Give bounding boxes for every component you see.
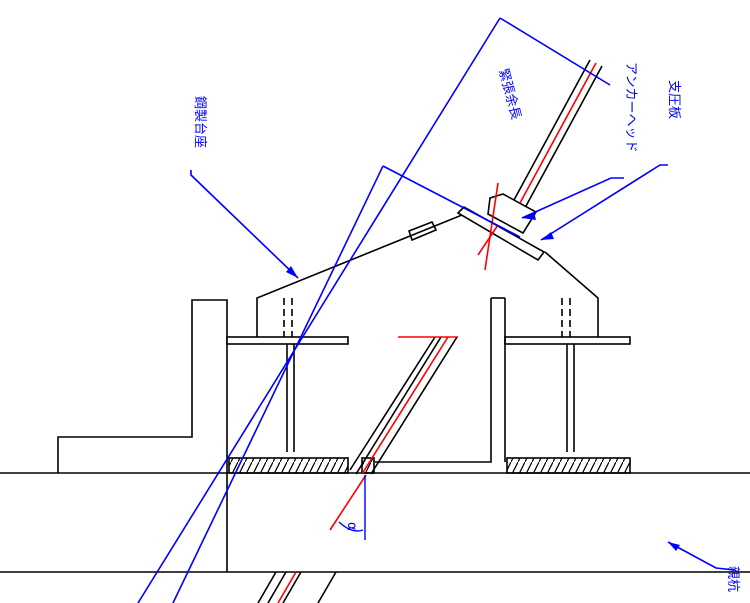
central-u-frame <box>375 297 506 463</box>
text-labels: 支圧板 アンカーヘッド 緊張余長 鋼製台座 親杭 <box>192 62 740 592</box>
angle-symbol: α <box>344 522 359 531</box>
pedestal-flanges <box>226 336 631 345</box>
label-free-length: 緊張余長 <box>495 67 524 121</box>
label-bearing-plate: 支圧板 <box>666 80 681 119</box>
annotation-arrows <box>286 212 680 551</box>
annotation-lines <box>137 17 736 603</box>
pedestal-webs <box>286 344 575 452</box>
label-anchor-head: アンカーヘッド <box>623 62 638 152</box>
angle-marker <box>338 475 366 540</box>
hatched-base-plates <box>228 457 631 474</box>
label-parent-pile: 親杭 <box>725 566 740 592</box>
tendon-lower <box>257 571 337 603</box>
steel-pedestal-body <box>256 193 599 337</box>
tendon-middle <box>329 336 458 531</box>
ground-lines <box>0 472 750 573</box>
left-concrete-block <box>57 299 228 572</box>
tendon-upper <box>477 59 603 271</box>
label-steel-pedestal: 鋼製台座 <box>192 96 207 148</box>
